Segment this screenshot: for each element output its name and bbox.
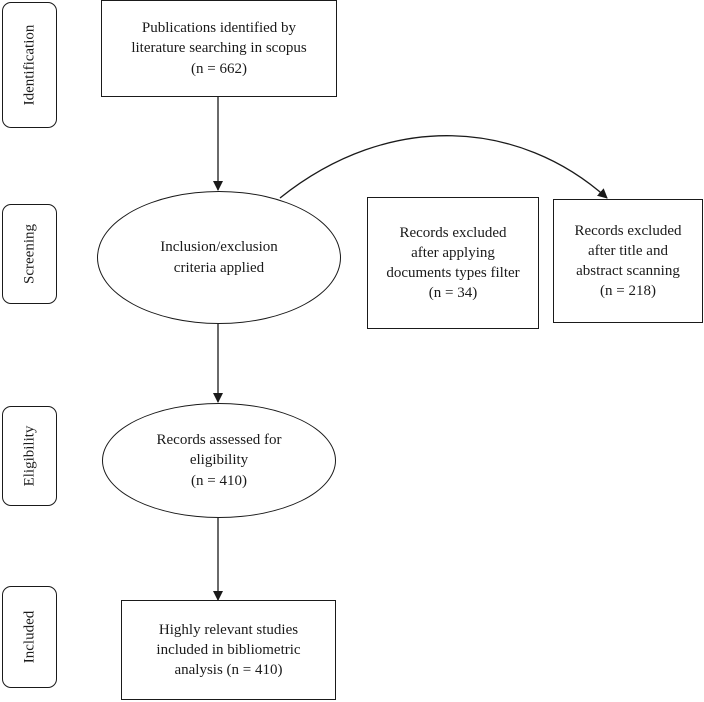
arrow-criteria-to-excluded-title-abstract	[279, 135, 608, 199]
node-publications-identified: Publications identified by literature se…	[101, 0, 337, 97]
node-inclusion-exclusion-criteria-text: Inclusion/exclusion criteria applied	[160, 239, 278, 276]
node-excluded-title-abstract-text: Records excluded after title and abstrac…	[574, 222, 682, 300]
stage-label-included: Included	[2, 586, 57, 688]
node-publications-identified-text: Publications identified by literature se…	[131, 20, 307, 77]
node-included-studies: Highly relevant studies included in bibl…	[121, 600, 336, 700]
node-inclusion-exclusion-criteria: Inclusion/exclusion criteria applied	[97, 191, 341, 324]
node-excluded-document-types-text: Records excluded after applying document…	[386, 224, 520, 302]
node-excluded-document-types: Records excluded after applying document…	[367, 197, 539, 329]
stage-label-screening: Screening	[2, 204, 57, 304]
node-records-assessed-eligibility: Records assessed for eligibility (n = 41…	[102, 403, 336, 518]
node-included-studies-text: Highly relevant studies included in bibl…	[156, 621, 301, 679]
node-records-assessed-eligibility-text: Records assessed for eligibility (n = 41…	[156, 432, 282, 489]
stage-label-identification: Identification	[2, 2, 57, 128]
node-excluded-title-abstract: Records excluded after title and abstrac…	[553, 199, 703, 323]
stage-label-eligibility: Eligibility	[2, 406, 57, 506]
